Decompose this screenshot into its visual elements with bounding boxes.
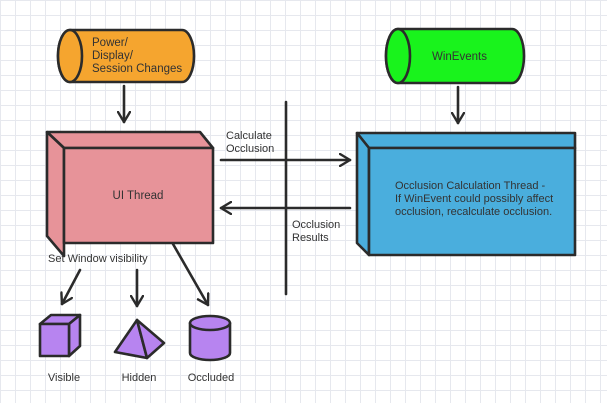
- svg-text:Occlusion Results: Occlusion Results: [292, 219, 343, 244]
- ui-thread-box-front: [62, 146, 215, 245]
- occlusion-thread-label-line-3: occlusion, recalculate occlusion.: [395, 206, 552, 218]
- calculate-occlusion-label-line-2: Occlusion: [226, 143, 274, 155]
- occlusion-thread-box-top: [355, 131, 577, 150]
- visible-label: Visible: [48, 372, 80, 384]
- winevents-label: WinEvents: [432, 51, 487, 63]
- power-changes-node: Power/ Display/ Session Changes: [56, 28, 196, 84]
- calculate-occlusion-label-line-1: Calculate: [226, 130, 272, 142]
- occlusion-thread-box-front: [367, 146, 577, 257]
- cube-icon: [38, 313, 82, 358]
- svg-text:Power/ Display/ Se: Power/ Display/ Session Changes: [92, 37, 182, 75]
- ui-thread-box-top: [45, 130, 215, 150]
- winevents-cylinder-cap: [384, 27, 412, 85]
- visible-state: Visible: [38, 313, 82, 384]
- power-changes-label-line-2: Display/: [92, 50, 134, 62]
- occlusion-results-label-line-2: Results: [292, 232, 329, 244]
- ui-thread-label: UI Thread: [113, 190, 164, 202]
- occlusion-results-label-line-1: Occlusion: [292, 219, 340, 231]
- occluded-state: Occluded: [188, 314, 234, 384]
- power-changes-label-line-1: Power/: [92, 37, 129, 49]
- occluded-label: Occluded: [188, 372, 234, 384]
- ui-thread-box-side: [45, 130, 66, 258]
- set-window-visibility-label: Set Window visibility: [48, 253, 148, 265]
- occlusion-thread-box-side: [355, 131, 371, 257]
- cylinder-icon: [188, 314, 232, 362]
- ui-to-occluded-arrow: [171, 242, 208, 307]
- svg-text:Calculate Occlusion: Calculate Occlusion: [226, 130, 275, 155]
- ui-thread-node: UI Thread: [45, 130, 215, 258]
- winevents-node: WinEvents: [384, 27, 526, 85]
- ui-to-visible-arrow: [62, 268, 82, 306]
- occlusion-thread-label-line-1: Occlusion Calculation Thread -: [395, 180, 546, 192]
- pyramid-icon: [113, 318, 166, 360]
- occlusion-thread-node: Occlusion Calculation Thread - If WinEve…: [355, 131, 577, 257]
- power-changes-label-line-3: Session Changes: [92, 63, 182, 75]
- svg-text:Occlusion Calculation Thread -: Occlusion Calculation Thread - If WinEve…: [395, 180, 556, 218]
- hidden-label: Hidden: [122, 372, 157, 384]
- hidden-state: Hidden: [113, 318, 166, 384]
- power-changes-cylinder-cap: [56, 28, 84, 84]
- occlusion-thread-label-line-2: If WinEvent could possibly affect: [395, 193, 553, 205]
